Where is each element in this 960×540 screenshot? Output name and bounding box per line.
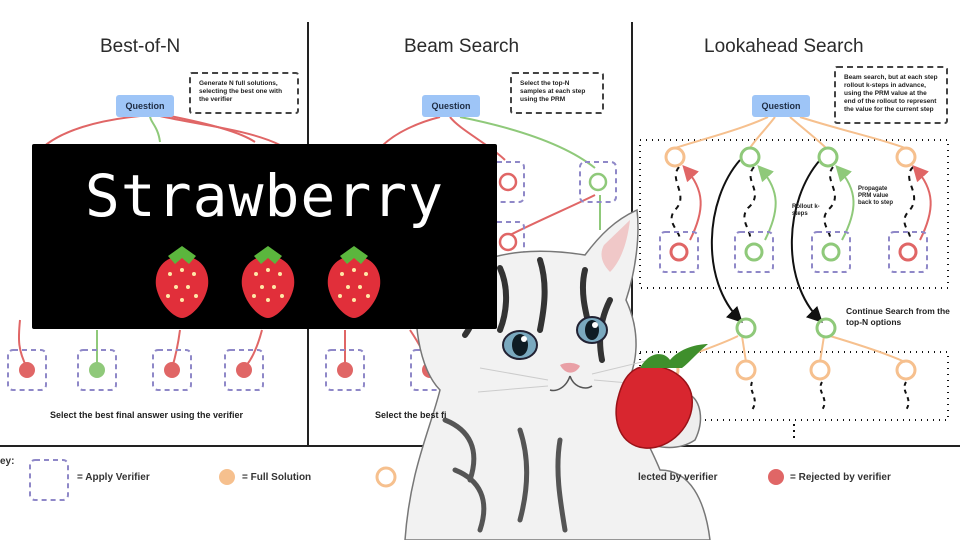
- lookahead-note: Beam search, but at each step rollout k-…: [834, 66, 948, 124]
- strawberry-icon: [155, 246, 209, 318]
- continue-search-label: Continue Search from the top-N options: [846, 306, 950, 327]
- propagate-label: Propagate PRM value back to step: [858, 186, 894, 206]
- panel-title-beam-search: Beam Search: [404, 36, 520, 57]
- best-of-n-question: Question: [116, 95, 174, 117]
- strawberry-icon: [241, 246, 295, 318]
- key-apply-verifier: = Apply Verifier: [77, 472, 150, 483]
- panel-title-best-of-n: Best-of-N: [100, 36, 181, 57]
- best-of-n-note: Generate N full solutions, selecting the…: [189, 72, 299, 114]
- beam-search-question: Question: [422, 95, 480, 117]
- beam-search-note: Select the top-N samples at each step us…: [510, 72, 604, 114]
- rollout-label: Rollout k-steps: [792, 204, 820, 217]
- best-of-n-leaves: [7, 349, 264, 391]
- lookahead-nodes: [658, 146, 928, 381]
- key-full-solution: = Full Solution: [242, 472, 312, 483]
- key-selected: lected by verifier: [638, 472, 718, 483]
- strawberry-banner: Strawberry: [32, 144, 497, 329]
- legend: [29, 459, 784, 501]
- key-prefix: ey:: [0, 456, 15, 467]
- beam-search-caption: Select the best fi: [375, 410, 447, 420]
- lookahead-question: Question: [752, 95, 810, 117]
- banner-title: Strawberry: [84, 162, 445, 230]
- best-of-n-caption: Select the best final answer using the v…: [50, 410, 244, 420]
- strawberry-icon: [327, 246, 381, 318]
- panel-title-lookahead: Lookahead Search: [704, 36, 864, 57]
- key-rejected: = Rejected by verifier: [790, 472, 891, 483]
- strawberry-icons: [142, 242, 402, 320]
